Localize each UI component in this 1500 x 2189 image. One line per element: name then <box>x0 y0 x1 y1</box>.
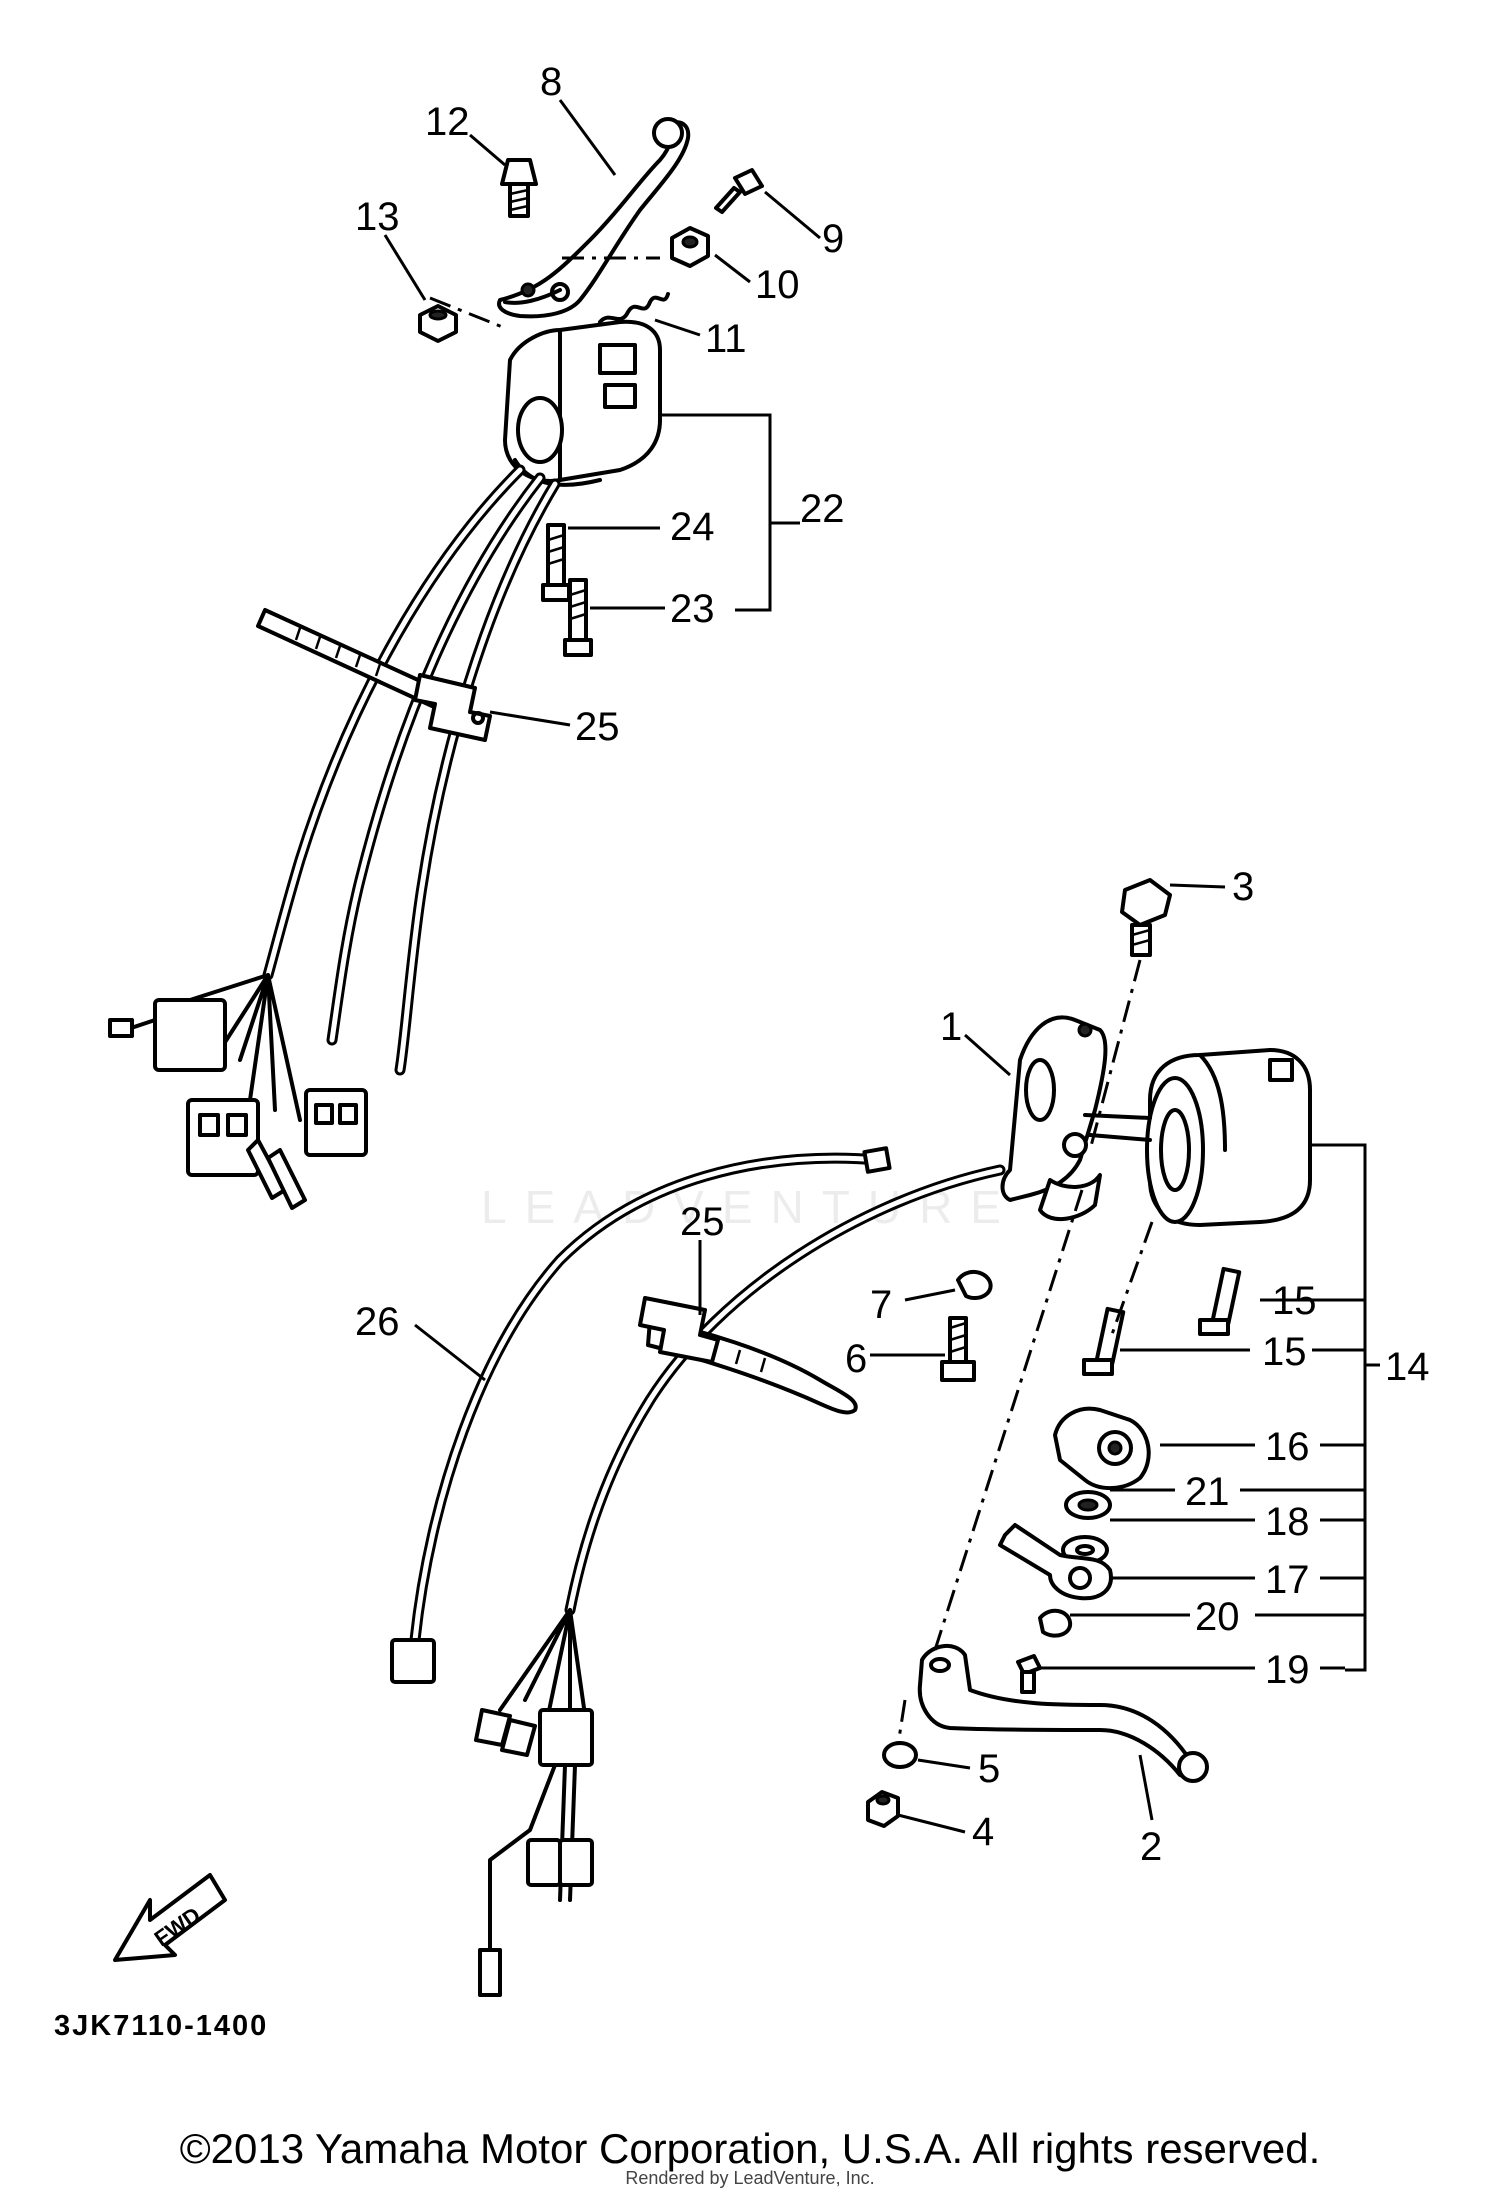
callout-6: 6 <box>845 1337 867 1381</box>
part-21-washer <box>1064 1490 1112 1520</box>
callout-2: 2 <box>1140 1825 1162 1869</box>
callout-21: 21 <box>1185 1470 1230 1514</box>
part-8-lever <box>497 117 691 319</box>
copyright-notice: ©2013 Yamaha Motor Corporation, U.S.A. A… <box>179 2125 1321 2172</box>
part-15-screw-upper <box>1198 1266 1242 1336</box>
part-4-nut <box>866 1790 900 1828</box>
callout-11: 11 <box>705 317 747 361</box>
callout-15-upper: 15 <box>1272 1279 1317 1323</box>
leader-lines <box>383 99 1380 1834</box>
part-6-bolt <box>940 1316 976 1382</box>
callout-7: 7 <box>870 1283 892 1327</box>
part-17-lever <box>998 1523 1113 1601</box>
callout-19: 19 <box>1265 1648 1310 1692</box>
callout-12: 12 <box>425 100 470 144</box>
callout-4: 4 <box>972 1810 994 1854</box>
part-16-grip-piece <box>1053 1406 1151 1490</box>
part-19-screw <box>1016 1654 1042 1694</box>
lower-wiring-harness <box>474 1164 1006 1997</box>
upper-wiring-harness <box>108 464 561 1210</box>
callout-1: 1 <box>940 1005 962 1049</box>
callout-8: 8 <box>540 60 562 104</box>
part-25-cable-tie-lower <box>638 1296 858 1415</box>
callout-25-lower: 25 <box>680 1200 725 1244</box>
callout-23: 23 <box>670 587 715 631</box>
part-24-screw <box>541 523 571 602</box>
callout-22: 22 <box>800 487 845 531</box>
callout-25-upper: 25 <box>575 705 620 749</box>
part-1-holder <box>1000 1015 1108 1222</box>
part-25-cable-tie-upper <box>256 608 492 742</box>
callout-9: 9 <box>822 217 844 261</box>
part-23-screw <box>563 578 593 657</box>
callout-18: 18 <box>1265 1500 1310 1544</box>
callout-26: 26 <box>355 1300 400 1344</box>
fwd-arrow-icon <box>113 1873 227 1962</box>
part-15-screw-lower <box>1082 1306 1126 1376</box>
part-14-switch-housing <box>1145 1048 1312 1227</box>
callout-13: 13 <box>355 195 400 239</box>
callout-15-lower: 15 <box>1262 1330 1307 1374</box>
rendered-by-note: Rendered by LeadVenture, Inc. <box>625 2168 875 2188</box>
part-9-screw <box>714 168 764 214</box>
part-26-cable <box>390 1146 892 1684</box>
callout-16: 16 <box>1265 1425 1310 1469</box>
part-7-washer <box>956 1270 993 1301</box>
part-12-pivot-bolt <box>500 158 538 218</box>
callout-3: 3 <box>1232 865 1254 909</box>
callout-labels: 8 12 13 9 10 11 22 24 23 25 3 1 25 26 7 … <box>355 60 1430 1869</box>
part-3-bolt <box>1120 878 1172 957</box>
part-20-washer <box>1038 1608 1073 1638</box>
callout-24: 24 <box>670 505 715 549</box>
callout-14: 14 <box>1385 1345 1430 1389</box>
part-5-collar <box>882 1741 918 1769</box>
callout-20: 20 <box>1195 1595 1240 1639</box>
diagram-page-code: 3JK7110-1400 <box>54 2010 269 2042</box>
callout-17: 17 <box>1265 1558 1310 1602</box>
part-10-collar <box>670 226 710 268</box>
part-22-switch-housing <box>503 319 662 487</box>
part-2-lever <box>917 1644 1209 1783</box>
part-11-spring <box>598 292 670 324</box>
callout-5: 5 <box>978 1747 1000 1791</box>
part-13-nut <box>418 304 458 343</box>
callout-10: 10 <box>755 263 800 307</box>
